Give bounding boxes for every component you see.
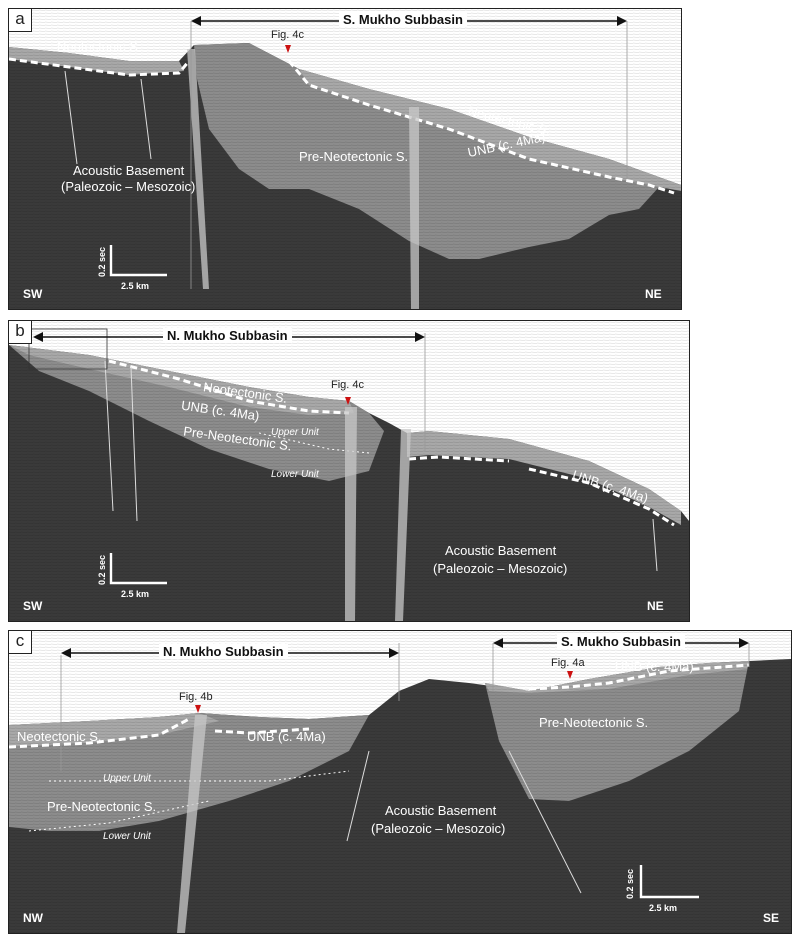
scale-horizontal-label: 2.5 km bbox=[649, 903, 678, 913]
pre-neotectonic-label: Pre-Neotectonic S. bbox=[299, 149, 409, 164]
neotectonic-label: Neotectonic S. bbox=[17, 729, 102, 744]
acoustic-basement-label: Acoustic Basement bbox=[445, 543, 557, 558]
subbasin-label: S. Mukho Subbasin bbox=[557, 634, 685, 649]
seismic-panel-b: b N. Mukho Subbasin Fig. 4c Neotectonic … bbox=[8, 320, 690, 622]
subbasin-label: N. Mukho Subbasin bbox=[159, 644, 288, 659]
pre-neotectonic-label: Pre-Neotectonic S. bbox=[47, 799, 157, 814]
scale-horizontal-label: 2.5 km bbox=[121, 281, 150, 291]
seismic-profile-a bbox=[9, 9, 681, 309]
upper-unit-label: Upper Unit bbox=[103, 773, 151, 784]
figure-reference: Fig. 4a bbox=[551, 657, 585, 669]
acoustic-basement-age: (Paleozoic – Mesozoic) bbox=[61, 179, 196, 194]
upper-unit-label: Upper Unit bbox=[271, 427, 319, 438]
seismic-profile-b bbox=[9, 321, 689, 621]
neotectonic-label: Neotectonic S. bbox=[57, 39, 142, 54]
panel-label-a: a bbox=[9, 9, 32, 32]
direction-right: NE bbox=[645, 287, 662, 301]
panel-label-b: b bbox=[9, 321, 32, 344]
seismic-profile-c bbox=[9, 631, 791, 933]
seismic-panel-a: a S. Mukho bbox=[8, 8, 682, 310]
scale-vertical-label: 0.2 sec bbox=[97, 246, 107, 277]
scale-horizontal-label: 2.5 km bbox=[121, 589, 150, 599]
unb-label: UNB (c. 4Ma) bbox=[615, 659, 694, 674]
acoustic-basement-age: (Paleozoic – Mesozoic) bbox=[371, 821, 506, 836]
figure-reference: Fig. 4b bbox=[179, 691, 213, 703]
direction-left: SW bbox=[23, 599, 43, 613]
lower-unit-label: Lower Unit bbox=[271, 469, 319, 480]
subbasin-label: N. Mukho Subbasin bbox=[163, 328, 292, 343]
lower-unit-label: Lower Unit bbox=[103, 831, 151, 842]
acoustic-basement-label: Acoustic Basement bbox=[73, 163, 185, 178]
figure-reference: Fig. 4c bbox=[271, 29, 305, 41]
seismic-panel-c: c N. Mukho Subbasin bbox=[8, 630, 792, 934]
subbasin-label: S. Mukho Subbasin bbox=[339, 12, 467, 27]
direction-right: NE bbox=[647, 599, 664, 613]
direction-left: NW bbox=[23, 911, 43, 925]
panel-label-c: c bbox=[9, 631, 32, 654]
direction-left: SW bbox=[23, 287, 43, 301]
acoustic-basement-label: Acoustic Basement bbox=[385, 803, 497, 818]
scale-vertical-label: 0.2 sec bbox=[97, 554, 107, 585]
scale-vertical-label: 0.2 sec bbox=[625, 868, 635, 899]
direction-right: SE bbox=[763, 911, 780, 925]
pre-neotectonic-label: Pre-Neotectonic S. bbox=[539, 715, 649, 730]
figure-reference: Fig. 4c bbox=[331, 379, 365, 391]
acoustic-basement-age: (Paleozoic – Mesozoic) bbox=[433, 561, 568, 576]
unb-label: UNB (c. 4Ma) bbox=[247, 729, 326, 744]
